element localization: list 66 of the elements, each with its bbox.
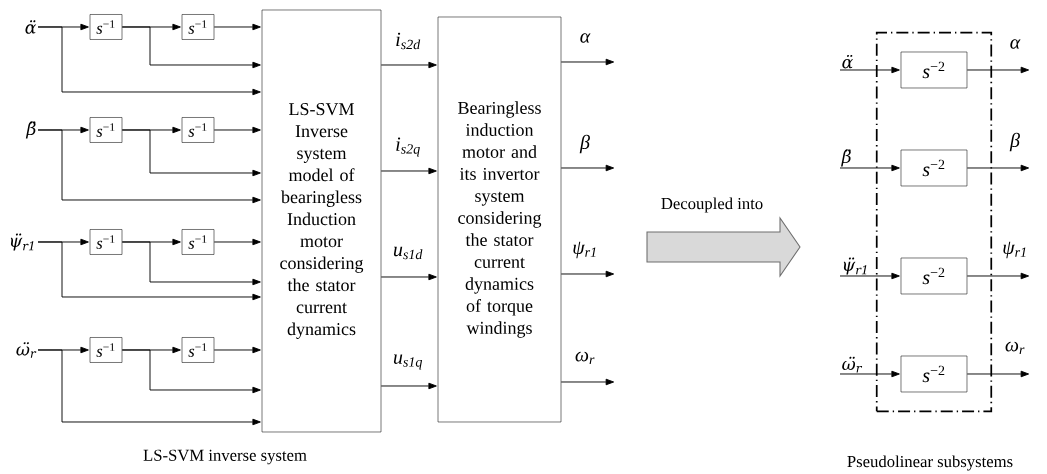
arrow	[121, 349, 261, 394]
caption: Pseudolinear subsystems	[847, 455, 1013, 471]
transfer-block: s$^{−2}$	[900, 149, 968, 187]
input-label: β̈	[25, 121, 36, 139]
arrow	[380, 273, 437, 281]
arrow	[560, 164, 615, 172]
arrow	[380, 382, 437, 390]
input-label: ω̈$_{r}$	[16, 342, 37, 358]
arrow	[560, 270, 615, 278]
input-label: α̈	[25, 20, 37, 34]
edge-label: i$_{s2d}$	[396, 32, 421, 50]
edge-label: i$_{s2q}$	[396, 137, 420, 157]
arrow	[380, 167, 437, 175]
arrow	[37, 349, 261, 426]
arrow	[380, 61, 437, 69]
edge-label: β	[579, 134, 590, 154]
arrow	[839, 164, 900, 172]
input-label: α̈	[842, 54, 853, 69]
arrow	[213, 23, 261, 31]
arrow	[560, 58, 615, 66]
arrow	[121, 241, 261, 286]
transfer-block: s$^{−2}$	[900, 51, 968, 89]
arrow	[966, 66, 1030, 74]
arrow	[121, 26, 261, 69]
arrow	[37, 26, 261, 96]
edge-label: ω$_{r}$	[575, 351, 595, 365]
arrow	[966, 272, 1030, 280]
transfer-block: s$^{−1}$	[89, 229, 123, 255]
transfer-block: s$^{−1}$	[89, 14, 123, 40]
arrow	[839, 272, 900, 280]
arrow	[37, 241, 261, 301]
transfer-block: s$^{−1}$	[181, 14, 215, 40]
arrow	[213, 346, 261, 354]
transfer-block: s$^{−1}$	[89, 337, 123, 363]
input-label: ψ̈$_{r1}$	[843, 257, 867, 275]
caption: LS-SVM inverse system	[143, 449, 307, 465]
system-box: LS-SVM Inverse system model of bearingless Induction motor considering the stator current dynamics	[261, 9, 382, 433]
caption: Decoupled into	[661, 197, 763, 213]
transfer-block: s$^{−1}$	[181, 229, 215, 255]
input-label: ω̈$_{r}$	[842, 356, 863, 373]
arrow	[37, 129, 261, 204]
edge-label: β	[1009, 132, 1020, 152]
arrow	[839, 66, 900, 74]
edge-label: α	[1010, 39, 1021, 49]
edge-label: u$_{s1q}$	[393, 354, 423, 370]
transfer-block: s$^{−2}$	[900, 355, 968, 393]
transfer-block: s$^{−1}$	[181, 117, 215, 143]
arrow	[213, 238, 261, 246]
system-box: Bearingless induction motor and its invertor system considering the stator current dynamics of torque windings	[437, 16, 562, 423]
arrow	[839, 370, 900, 378]
transfer-block: s$^{−2}$	[900, 257, 968, 295]
edge-label: α	[580, 33, 591, 43]
edge-label: u$_{s1d}$	[393, 246, 423, 260]
arrow	[966, 370, 1030, 378]
input-label: ψ̈$_{r1}$	[10, 233, 34, 251]
edge-label: ψ$_{r1}$	[1003, 241, 1026, 259]
arrow	[560, 378, 615, 386]
arrow	[966, 164, 1030, 172]
input-label: β̈	[841, 149, 851, 167]
edge-label: ψ$_{r1}$	[573, 241, 596, 259]
transfer-block: s$^{−1}$	[89, 117, 123, 143]
dash-dot-frame	[875, 31, 993, 413]
transfer-block: s$^{−1}$	[181, 337, 215, 363]
arrow	[121, 129, 261, 177]
edge-label: ω$_{r}$	[1005, 341, 1025, 355]
arrow	[213, 126, 261, 134]
